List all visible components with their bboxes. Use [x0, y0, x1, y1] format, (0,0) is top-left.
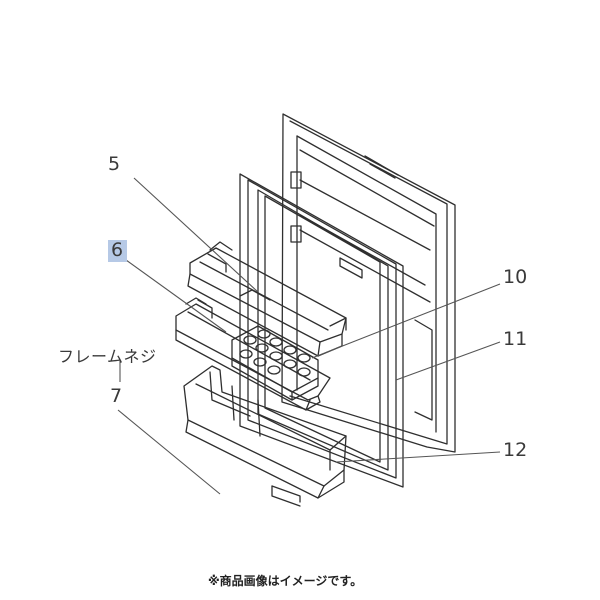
- leader-line-12: [335, 451, 501, 463]
- callout-part-10: 10: [503, 266, 528, 288]
- door-pocket-part-5: [187, 241, 347, 357]
- callout-part-6-highlighted: 6: [108, 240, 128, 262]
- bottle-pocket-part-7: [183, 365, 347, 507]
- callout-part-11: 11: [503, 328, 528, 350]
- frame-screw-label: フレームネジ: [58, 347, 157, 366]
- leader-line-6: [125, 259, 227, 333]
- egg-tray-part-10: [231, 325, 319, 401]
- door-panel: [281, 113, 456, 453]
- leader-line-7: [117, 409, 221, 495]
- leader-line-5: [133, 177, 259, 293]
- image-disclaimer: ※商品画像はイメージです。: [208, 574, 363, 588]
- callout-part-5: 5: [108, 153, 121, 175]
- callout-part-7: 7: [110, 385, 123, 407]
- door-pocket-part-6: [175, 297, 331, 411]
- leader-line-11: [395, 341, 501, 381]
- callout-part-12: 12: [503, 439, 528, 461]
- leader-line-10: [311, 283, 501, 359]
